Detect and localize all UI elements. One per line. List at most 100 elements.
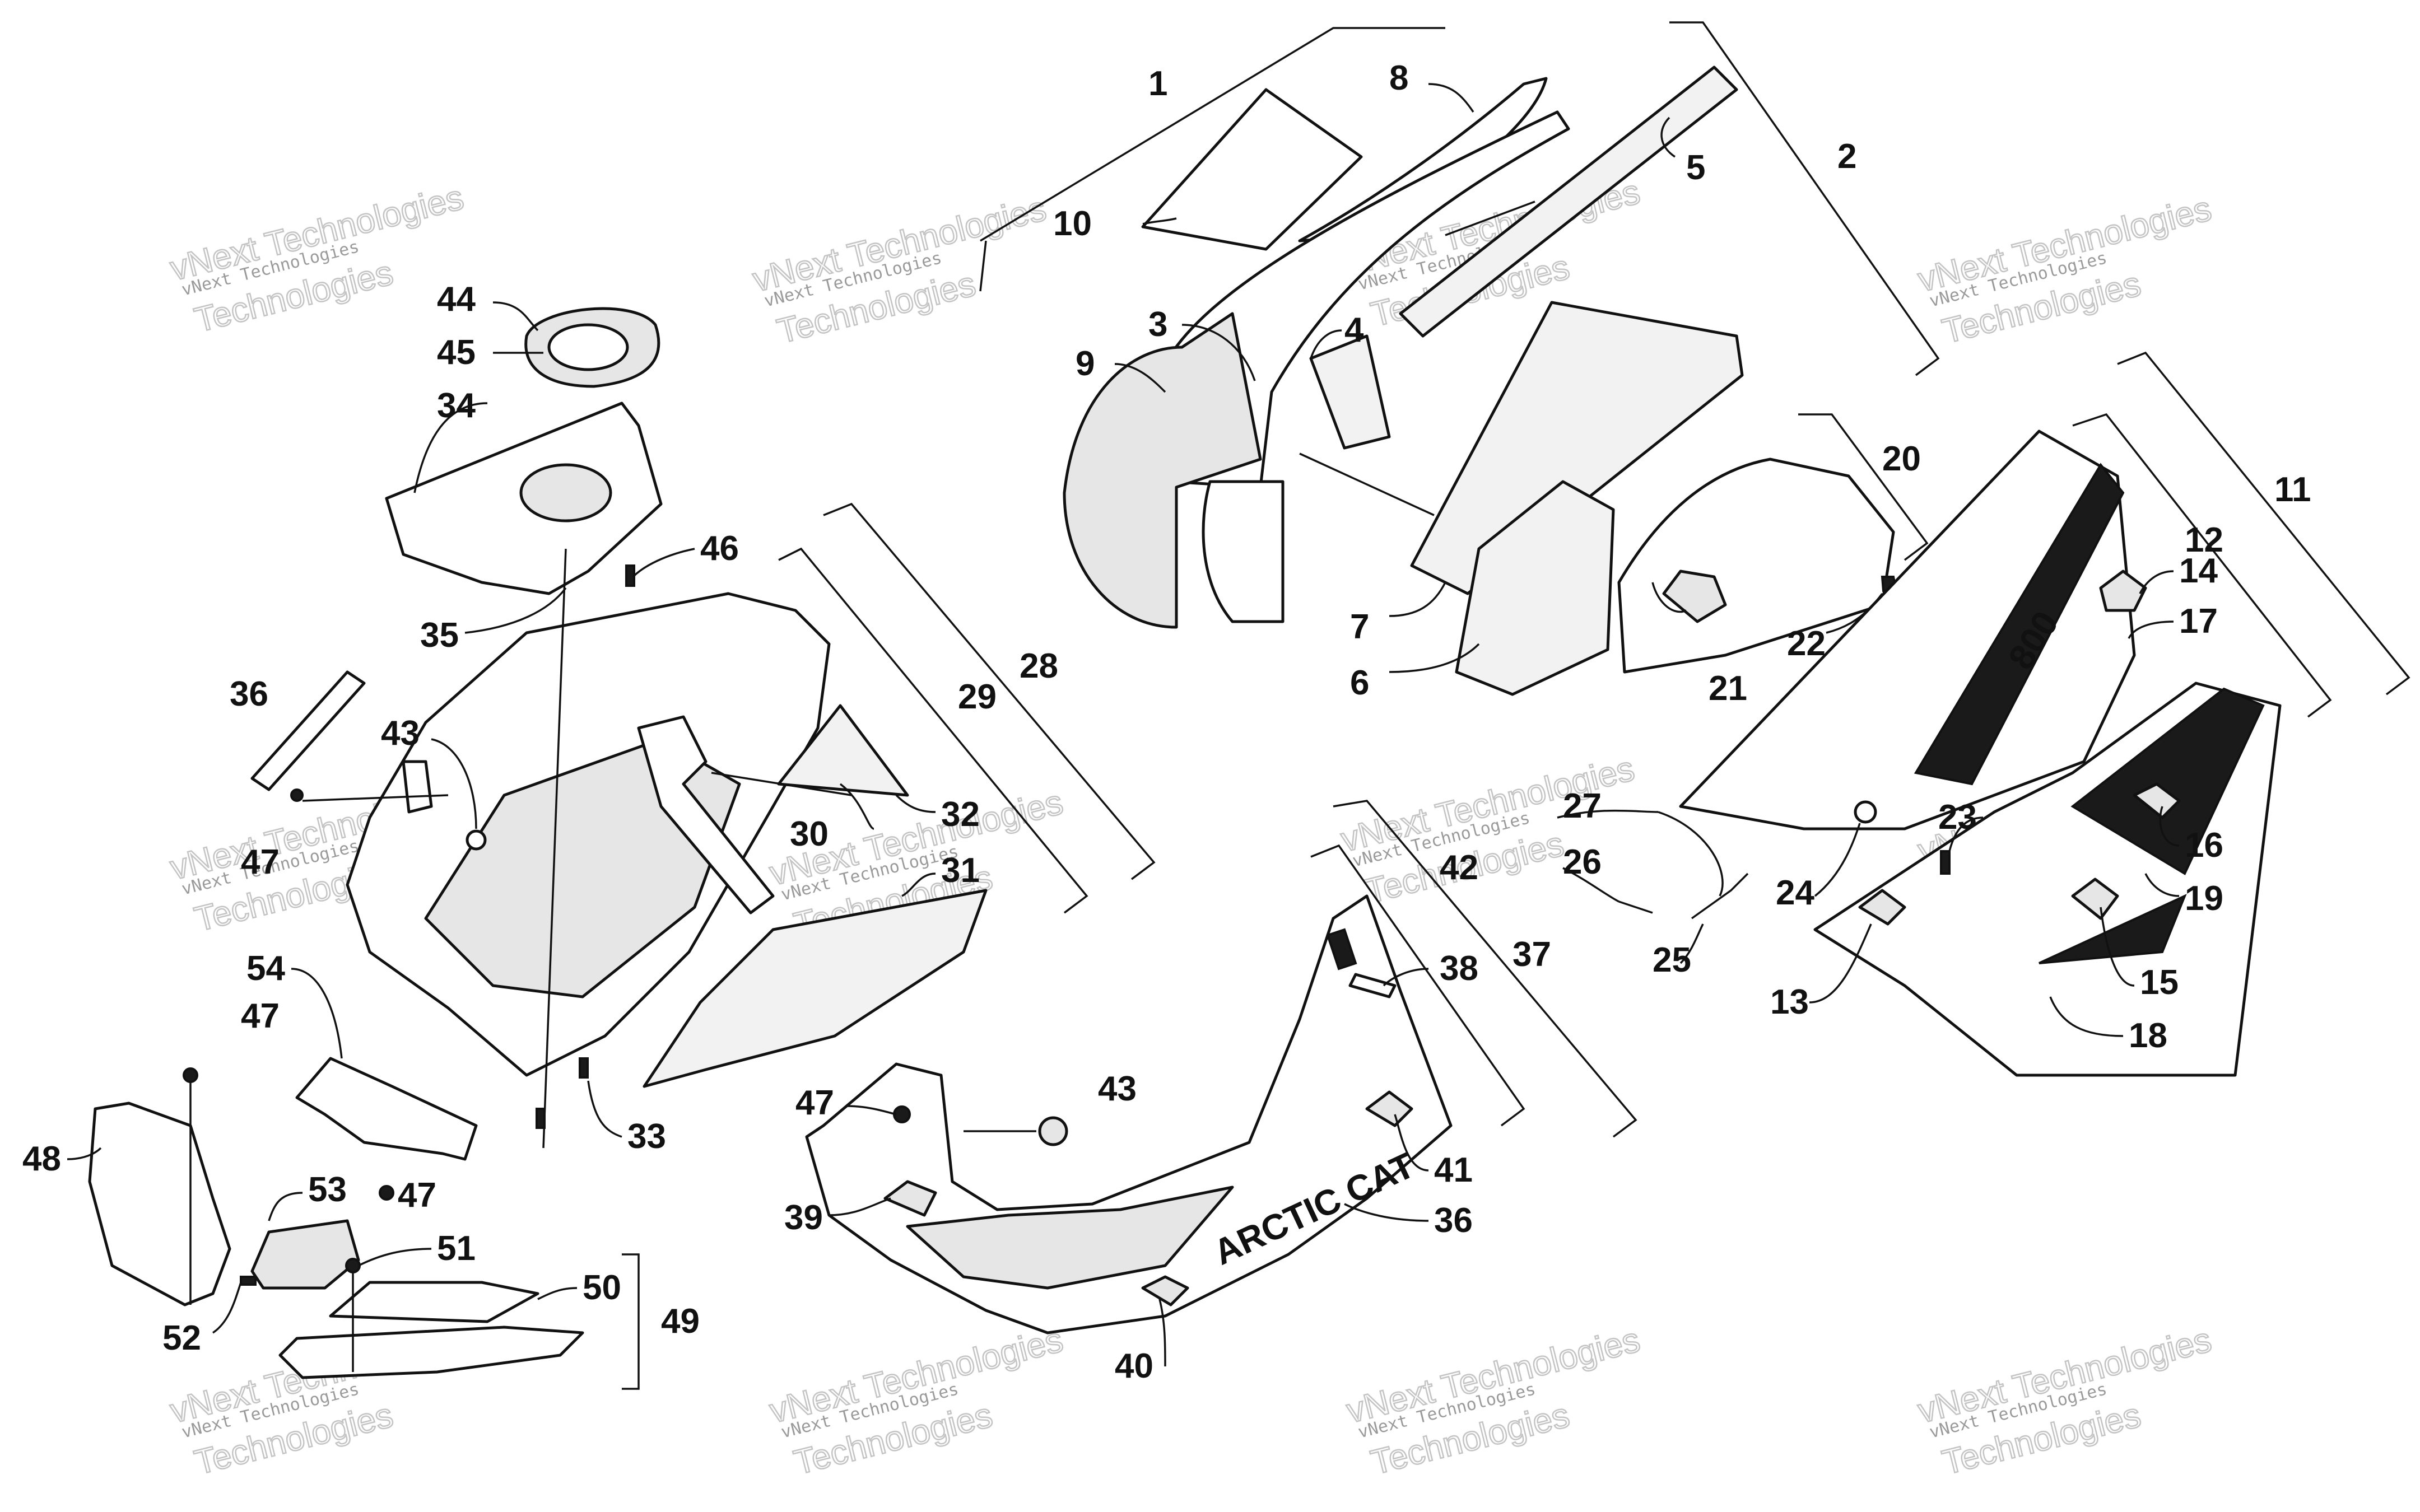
callout-37: 37 [1513,935,1551,974]
callout-11: 11 [2274,470,2311,509]
callout-53: 53 [308,1170,347,1209]
cable-25 [1691,872,1749,920]
callout-49: 49 [661,1302,700,1341]
callout-10: 10 [1053,204,1092,243]
bracket-group-1 [979,27,1445,292]
callout-46: 46 [700,529,739,568]
foam-block-6 [1455,480,1615,696]
seal-15 [2071,878,2119,920]
callout-43a: 43 [381,714,420,753]
clip-52 [240,1276,257,1286]
cover-50 [329,1281,539,1323]
bracket-54 [295,1057,478,1161]
watermark: vNext Technologies vNext Technologies Te… [748,189,1051,352]
grommet-24 [1854,800,1877,824]
windshield-frame-3 [1164,110,1570,489]
fastener-23 [1940,850,1951,875]
windshield-lower-trim [1202,480,1285,623]
leader-line [1299,452,1435,516]
hood-stripe-12 [1914,463,2125,786]
grommet-43b [1038,1116,1068,1146]
callout-4: 4 [1344,311,1364,349]
callout-17: 17 [2179,602,2218,641]
bracket-group-38 [1310,844,1525,1127]
bolt-38 [1348,973,1397,998]
screw-47 [290,788,304,802]
callout-27: 27 [1563,787,1602,825]
callout-29: 29 [958,678,997,716]
callout-52: 52 [162,1319,201,1357]
callout-39: 39 [784,1198,823,1237]
foam-31 [643,889,988,1088]
lower-left-assembly [88,1057,584,1379]
clip-43 [402,760,433,814]
bracket-group-12 [2072,413,2332,718]
watermark: vNext Technologies vNext Technologies Te… [1337,749,1639,912]
seal-40 [1141,1275,1189,1306]
hood-panel-11 [1679,430,2136,830]
callout-38: 38 [1440,949,1478,988]
seal-41 [1365,1090,1413,1127]
headlight-housing-20 [1617,458,1895,674]
callout-43b: 43 [1098,1070,1137,1108]
fastener-33 [579,1057,589,1079]
callout-labels: 1 2 3 4 5 6 7 8 9 10 11 12 13 14 15 16 1… [22,59,2311,1385]
callout-20: 20 [1882,440,1921,478]
callout-3: 3 [1148,305,1167,344]
callout-24: 24 [1776,874,1814,912]
watermark: vNext Technologies vNext Technologies Te… [1914,1320,2216,1483]
leader-line [711,772,852,796]
callout-21: 21 [1709,669,1747,708]
callout-35: 35 [420,616,459,655]
front-console-assembly [250,307,988,1149]
bracket-group-49 [622,1253,640,1390]
callout-47c: 47 [398,1176,436,1215]
screw-47d [379,1185,394,1201]
callout-15: 15 [2140,963,2179,1002]
seal-21 [1662,570,1727,623]
headlight-housing-assembly [1617,458,1898,674]
foam-block-7 [1410,301,1744,595]
callout-51: 51 [437,1229,476,1268]
callout-42: 42 [1440,848,1478,887]
callout-leaders [67,83,2180,1367]
screw-51 [345,1258,361,1273]
callout-31: 31 [941,851,980,890]
callout-36b: 36 [1434,1201,1473,1240]
bracket-group-37 [1333,800,1637,1138]
callout-13: 13 [1770,983,1809,1021]
bracket-group-2 [1669,21,1940,376]
callout-22: 22 [1787,624,1826,663]
foam-pad-4 [1309,334,1391,450]
side-stripe-18 [2039,894,2187,964]
callout-28: 28 [1020,647,1058,685]
callout-47d: 47 [795,1084,834,1122]
box-53 [250,1219,360,1290]
bracket-group-20 [1798,413,1929,561]
callout-5: 5 [1686,148,1705,187]
side-stripe-19 [2070,687,2265,875]
cable-27 [1658,811,1724,897]
callout-45: 45 [437,333,476,372]
watermark: vNext Technologies vNext Technologies Te… [765,1320,1068,1483]
callout-9: 9 [1076,344,1095,383]
callout-30: 30 [790,815,829,853]
callout-26: 26 [1563,843,1602,881]
callout-16: 16 [2185,826,2223,865]
callout-18: 18 [2129,1016,2167,1055]
side-panel-48 [88,1102,231,1306]
windshield-decal-10 [1141,88,1363,251]
callout-25: 25 [1653,941,1691,979]
bracket-group-11 [2117,351,2410,696]
callout-40: 40 [1115,1347,1153,1385]
callout-47b: 47 [241,997,280,1035]
cable-26 [1618,900,1653,914]
seal-13 [1858,889,1906,926]
callout-32: 32 [941,795,980,834]
leader-line [1445,200,1535,236]
windshield-assembly [1063,66,1744,696]
callout-48: 48 [22,1140,61,1178]
callout-8: 8 [1389,59,1408,97]
bracket-group-28 [823,502,1156,880]
